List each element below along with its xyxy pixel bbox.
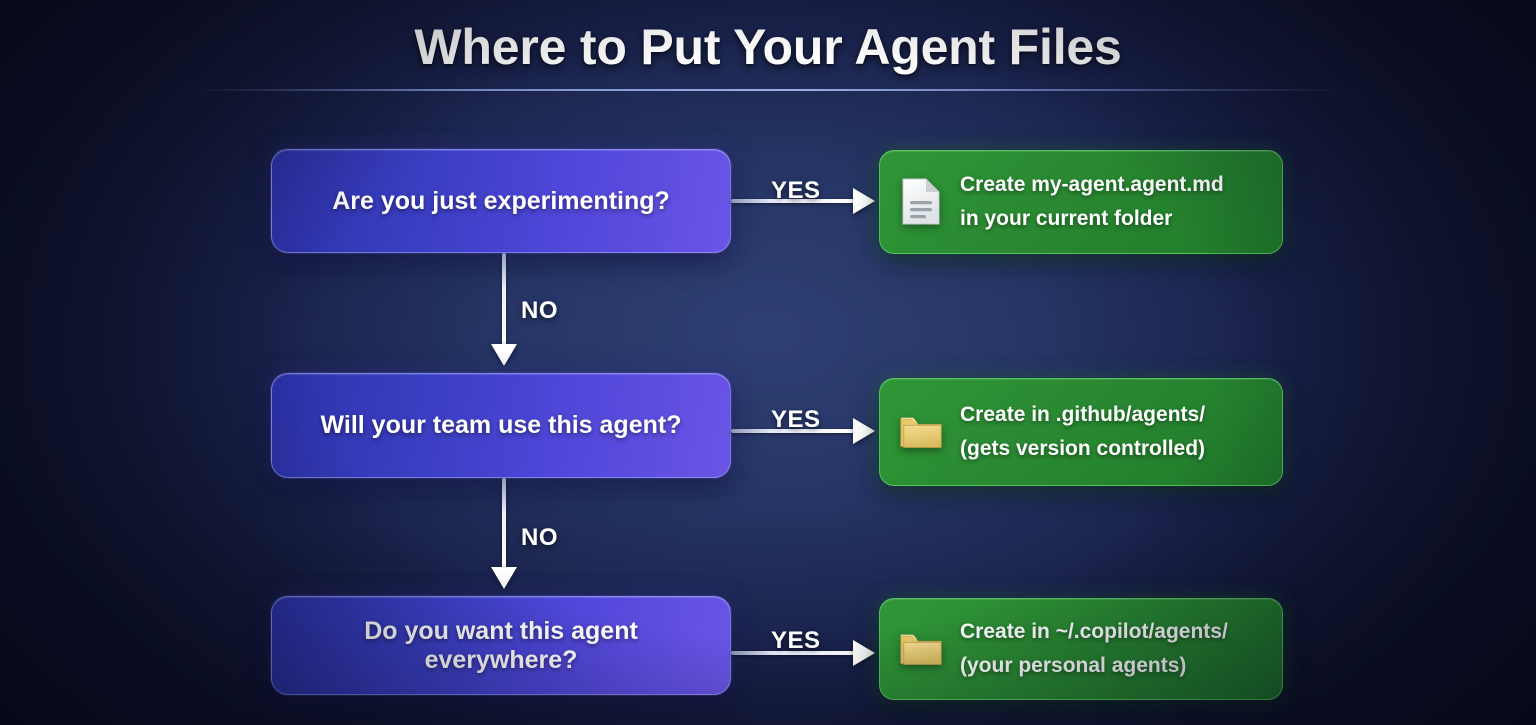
decision-box-1[interactable]: Are you just experimenting?: [271, 149, 731, 253]
branch-label-no-1: NO: [521, 297, 558, 324]
outcome-line-3a: Create in ~/.copilot/agents/: [960, 619, 1228, 643]
outcome-line-1a: Create my-agent.agent.md: [960, 172, 1224, 196]
branch-label-no-2: NO: [521, 524, 558, 551]
decision-label-1: Are you just experimenting?: [332, 186, 670, 215]
arrowhead-yes-3: [853, 640, 875, 666]
folder-icon: [898, 623, 944, 675]
arrowhead-no-1: [491, 344, 517, 366]
outcome-box-1[interactable]: Create my-agent.agent.md in your current…: [879, 150, 1283, 254]
outcome-line-2a: Create in .github/agents/: [960, 402, 1206, 426]
arrowhead-yes-1: [853, 188, 875, 214]
arrowhead-no-2: [491, 567, 517, 589]
title-divider: [190, 89, 1352, 91]
decision-label-3: Do you want this agent everywhere?: [364, 616, 638, 674]
connector-no-1: [502, 253, 506, 346]
outcome-text-2: Create in .github/agents/ (gets version …: [960, 398, 1205, 466]
outcome-text-1: Create my-agent.agent.md in your current…: [960, 168, 1224, 236]
outcome-line-1b: in your current folder: [960, 207, 1173, 230]
arrowhead-yes-2: [853, 418, 875, 444]
decision-label-2: Will your team use this agent?: [320, 411, 682, 439]
folder-icon: [898, 406, 944, 458]
branch-label-yes-3: YES: [771, 627, 821, 654]
document-icon: [898, 176, 944, 228]
outcome-box-3[interactable]: Create in ~/.copilot/agents/ (your perso…: [879, 598, 1283, 700]
outcome-line-3b: (your personal agents): [960, 654, 1187, 677]
outcome-line-2b: (gets version controlled): [960, 437, 1206, 460]
branch-label-yes-2: YES: [771, 406, 821, 433]
page-title: Where to Put Your Agent Files: [414, 19, 1122, 75]
decision-box-3[interactable]: Do you want this agent everywhere?: [271, 596, 731, 695]
outcome-text-3: Create in ~/.copilot/agents/ (your perso…: [960, 615, 1228, 683]
connector-no-2: [502, 478, 506, 569]
outcome-box-2[interactable]: Create in .github/agents/ (gets version …: [879, 378, 1283, 486]
decision-box-2[interactable]: Will your team use this agent?: [271, 373, 731, 478]
branch-label-yes-1: YES: [771, 177, 821, 204]
